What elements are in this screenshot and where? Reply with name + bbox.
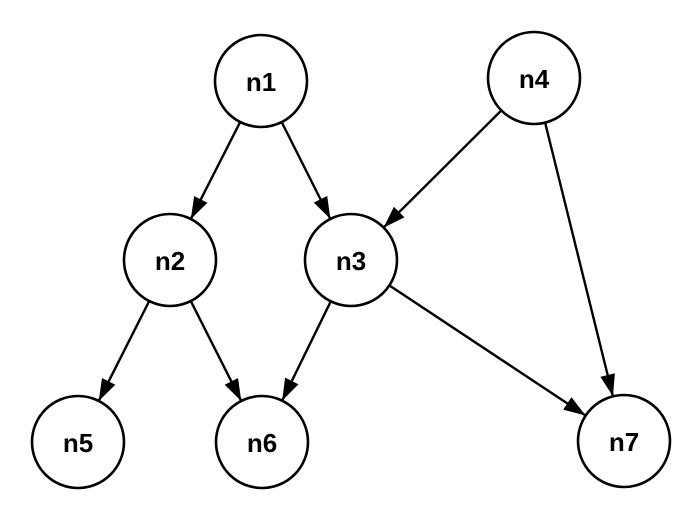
node-n4: n4	[486, 30, 582, 126]
node-circle-n1	[213, 33, 309, 129]
node-circle-n2	[122, 212, 218, 308]
node-label-n4: n4	[519, 64, 550, 94]
edge-n2-n5	[98, 300, 151, 401]
node-label-n1: n1	[246, 67, 276, 97]
edge-n4-n7	[543, 122, 615, 397]
node-n5: n5	[30, 394, 126, 490]
edge-n1-n3	[280, 121, 331, 219]
edge-n1-n2	[190, 121, 242, 219]
node-n1: n1	[213, 33, 309, 129]
node-label-n7: n7	[609, 427, 639, 457]
node-n6: n6	[214, 394, 310, 490]
node-label-n3: n3	[336, 246, 366, 276]
edge-n4-n3	[383, 109, 503, 228]
node-circle-n3	[303, 212, 399, 308]
edge-n2-n6	[189, 300, 242, 401]
node-circle-n5	[30, 394, 126, 490]
node-n7: n7	[576, 393, 672, 489]
nodes-layer: n1 n2 n3 n4 n5 n6 n7	[30, 30, 672, 490]
node-n3: n3	[303, 212, 399, 308]
node-circle-n7	[576, 393, 672, 489]
edges-layer	[98, 109, 615, 417]
edge-n3-n7	[388, 284, 586, 417]
node-label-n2: n2	[155, 246, 185, 276]
node-circle-n4	[486, 30, 582, 126]
node-circle-n6	[214, 394, 310, 490]
node-n2: n2	[122, 212, 218, 308]
node-label-n5: n5	[63, 428, 93, 458]
edge-n3-n6	[281, 300, 332, 401]
node-label-n6: n6	[247, 428, 277, 458]
